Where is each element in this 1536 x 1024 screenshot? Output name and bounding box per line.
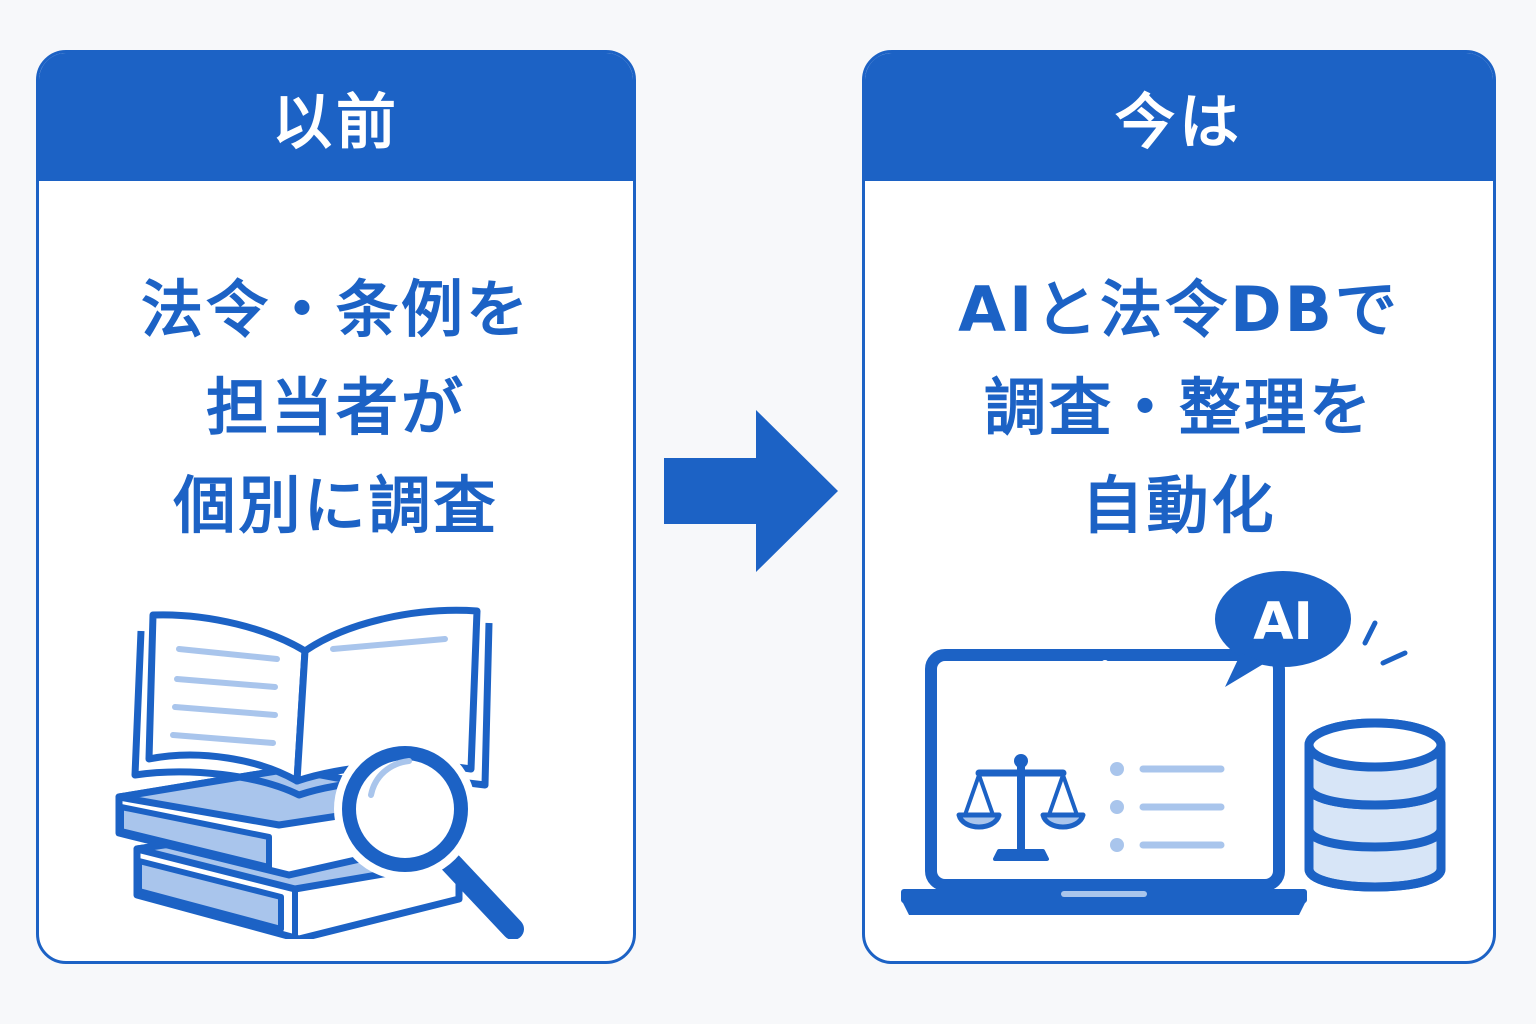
- after-panel: 今は AIと法令DBで 調査・整理を 自動化: [862, 50, 1496, 964]
- magnifier-icon: [334, 738, 524, 939]
- before-line-1: 法令・条例を: [140, 273, 531, 346]
- laptop-icon: [901, 649, 1307, 915]
- right-arrow-icon: [664, 410, 838, 572]
- list-lines-icon: [1110, 762, 1225, 852]
- after-body: AIと法令DBで 調査・整理を 自動化: [865, 181, 1493, 961]
- before-panel: 以前 法令・条例を 担当者が 個別に調査: [36, 50, 636, 964]
- before-text: 法令・条例を 担当者が 個別に調査: [39, 261, 633, 555]
- open-book-icon: [131, 606, 493, 799]
- before-header: 以前: [39, 53, 633, 181]
- ai-bubble-label: AI: [1253, 592, 1313, 652]
- ai-speech-bubble-icon: AI: [1215, 571, 1351, 687]
- after-header: 今は: [865, 53, 1493, 181]
- after-line-1: AIと法令DBで: [958, 273, 1400, 346]
- after-line-3: 自動化: [1081, 469, 1277, 542]
- before-line-3: 個別に調査: [173, 469, 499, 542]
- database-icon: [1304, 718, 1446, 892]
- books-with-magnifier-icon: [115, 606, 524, 939]
- after-text: AIと法令DBで 調査・整理を 自動化: [865, 261, 1493, 555]
- before-line-2: 担当者が: [205, 371, 466, 444]
- sparkle-icon: [1362, 620, 1408, 666]
- laptop-scales-database-icon: AI: [901, 571, 1446, 915]
- after-line-2: 調査・整理を: [983, 371, 1374, 444]
- before-body: 法令・条例を 担当者が 個別に調査: [39, 181, 633, 961]
- scales-icon: [956, 754, 1086, 861]
